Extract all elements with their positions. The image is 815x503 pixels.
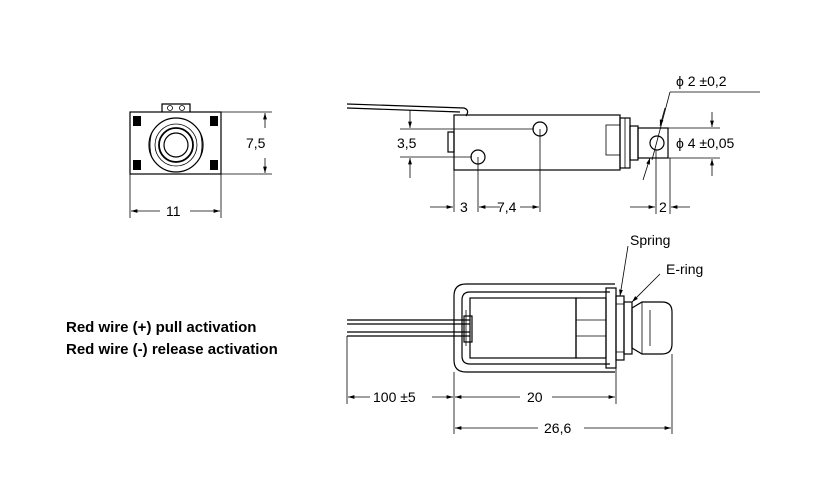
- front-coil-outer: [148, 117, 204, 173]
- dim-7-4-label: 7,4: [497, 199, 517, 215]
- spring-label: Spring: [630, 232, 670, 248]
- total-length-label: 26,6: [544, 420, 571, 436]
- top-view: Spring E-ring 100 ±5 20 26,6: [346, 232, 703, 436]
- front-plunger-circle: [163, 132, 189, 158]
- ering-label: E-ring: [666, 261, 703, 277]
- side-plunger: [637, 127, 669, 159]
- dim-2-label: 2: [659, 199, 667, 215]
- wiring-notes: Red wire (+) pull activation Red wire (-…: [66, 319, 278, 358]
- top-coil-block: [575, 297, 607, 359]
- side-wire-2: [346, 107, 461, 113]
- width-11-label: 11: [166, 203, 181, 219]
- height-7-5-label: 7,5: [246, 135, 266, 151]
- body-length-label: 20: [527, 389, 543, 405]
- front-top-tab: [161, 103, 191, 112]
- side-view: 3,5 3 7,4 2 ϕ 2 ±0,2 ϕ 4 ±0,05: [346, 73, 760, 215]
- dim-3-label: 3: [460, 199, 468, 215]
- top-ering: [623, 301, 633, 355]
- note-pull: Red wire (+) pull activation: [66, 319, 256, 336]
- note-release: Red wire (-) release activation: [66, 341, 278, 358]
- top-plunger: [631, 301, 673, 355]
- dim-3-5-label: 3,5: [397, 135, 417, 151]
- side-plunger-hole: [649, 135, 665, 151]
- front-body-outline: [129, 111, 222, 175]
- top-spring: [615, 295, 625, 361]
- dia-4-label: ϕ 4 ±0,05: [676, 135, 735, 151]
- dia-2-label: ϕ 2 ±0,2: [676, 73, 727, 89]
- top-frame-outer: [453, 283, 615, 373]
- top-frame-window: [469, 297, 577, 359]
- wire-length-label: 100 ±5: [373, 389, 416, 405]
- front-view: 7,5 11: [129, 103, 272, 219]
